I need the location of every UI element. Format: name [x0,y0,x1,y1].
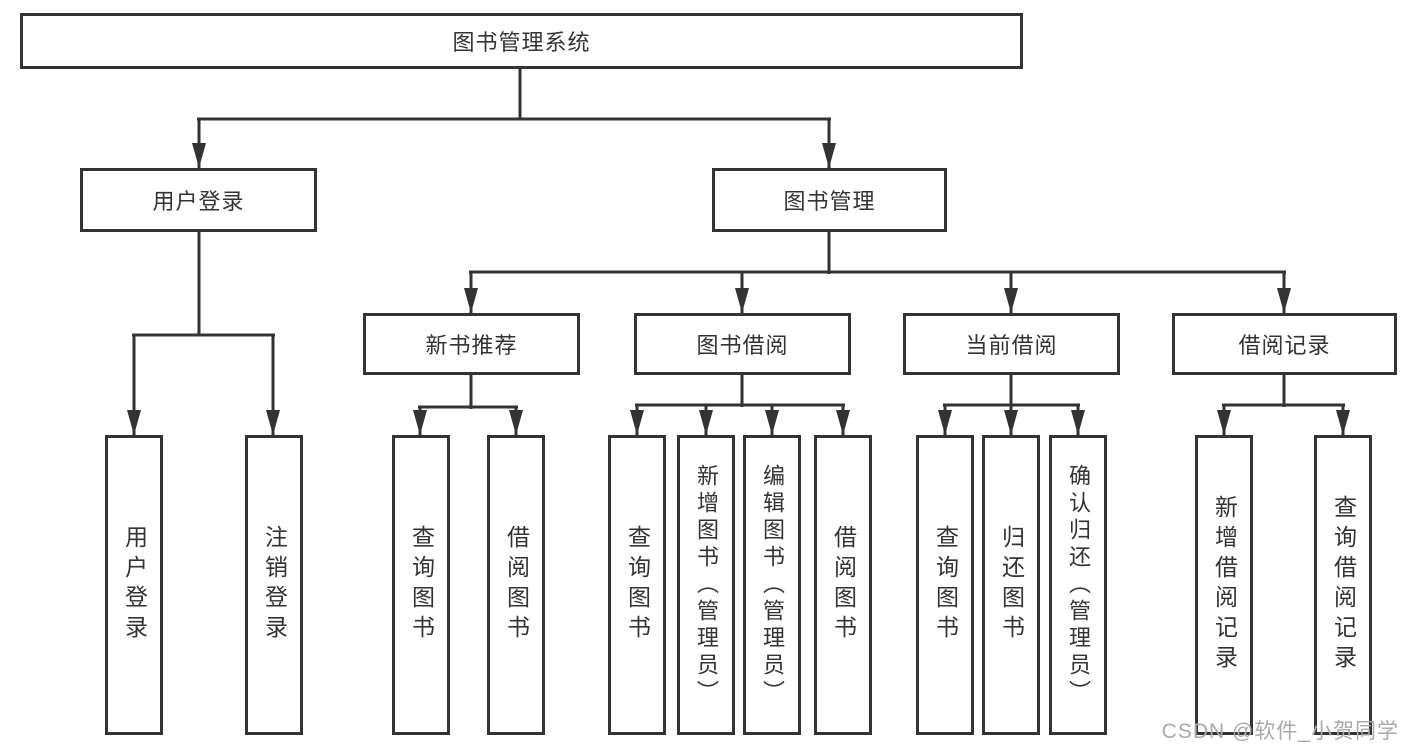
leaf-recommend-borrow-book: 借阅图书 [487,435,545,735]
watermark-text: CSDN @软件_小贺同学 [1161,720,1399,743]
leaf-add-book-admin: 新增图书（管理员） [677,435,735,735]
leaf-user-login: 用户登录 [105,435,163,735]
node-new-book-recommend: 新书推荐 [363,313,580,375]
leaf-add-borrow-record: 新增借阅记录 [1195,435,1253,735]
node-borrow-records: 借阅记录 [1172,313,1397,375]
node-book-borrow: 图书借阅 [634,313,851,375]
leaf-borrow-book: 借阅图书 [814,435,872,735]
leaf-confirm-return-admin: 确认归还（管理员） [1049,435,1107,735]
leaf-edit-book-admin: 编辑图书（管理员） [743,435,801,735]
node-user-login: 用户登录 [80,168,317,232]
leaf-return-book: 归还图书 [982,435,1040,735]
leaf-query-borrow-record: 查询借阅记录 [1314,435,1372,735]
leaf-current-query-book: 查询图书 [916,435,974,735]
node-current-borrow: 当前借阅 [903,313,1120,375]
leaf-recommend-query-book: 查询图书 [392,435,450,735]
leaf-borrow-query-book: 查询图书 [608,435,666,735]
node-book-management: 图书管理 [712,168,947,232]
node-root-system: 图书管理系统 [20,13,1023,69]
leaf-logout: 注销登录 [245,435,303,735]
